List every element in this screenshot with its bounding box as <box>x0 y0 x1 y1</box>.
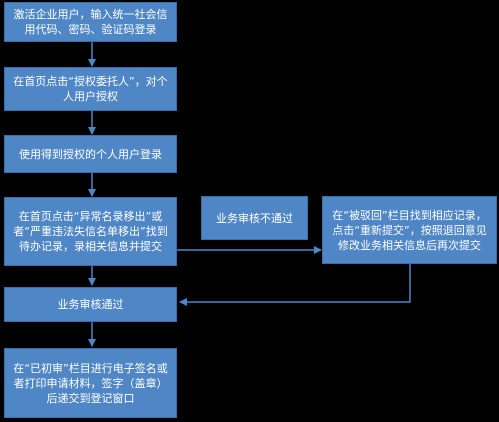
step-resubmit-text: 在“被驳回”栏目找到相应记录，点击“重新提交”，按照退回意见修改业务相关信息后再… <box>332 208 487 252</box>
step-authorize-agent: 在首页点击“授权委托人”，对个人用户授权 <box>4 67 177 111</box>
review-fail-text: 业务审核不通过 <box>216 211 293 225</box>
step-resubmit: 在“被驳回”栏目找到相应记录，点击“重新提交”，按照退回意见修改业务相关信息后再… <box>322 196 497 264</box>
step-sign-submit: 在“已初审”栏目进行电子签名或者打印申请材料，签字（盖章）后递交到登记窗口 <box>4 348 177 418</box>
arrow-resubmit-pass <box>179 264 411 306</box>
step-authorize-agent-text: 在首页点击“授权委托人”，对个人用户授权 <box>13 75 168 103</box>
review-pass-text: 业务审核通过 <box>57 298 124 311</box>
step-submit-removal: 在首页点击“异常名录移出”或者“严重违法失信名单移出”找到待办记录，录相关信息并… <box>4 197 177 266</box>
review-fail-label: 业务审核不通过 <box>201 196 308 240</box>
step-submit-removal-text: 在首页点击“异常名录移出”或者“严重违法失信名单移出”找到待办记录，录相关信息并… <box>13 210 168 253</box>
step-sign-submit-text: 在“已初审”栏目进行电子签名或者打印申请材料，签字（盖章）后递交到登记窗口 <box>13 361 168 405</box>
review-pass: 业务审核通过 <box>4 287 177 322</box>
step-activate-login-text: 激活企业用户，输入统一社会信用代码、密码、验证码登录 <box>13 8 168 36</box>
step-personal-login: 使用得到授权的个人用户登录 <box>4 135 177 173</box>
step-personal-login-text: 使用得到授权的个人用户登录 <box>19 147 162 161</box>
step-activate-login: 激活企业用户，输入统一社会信用代码、密码、验证码登录 <box>4 2 177 42</box>
